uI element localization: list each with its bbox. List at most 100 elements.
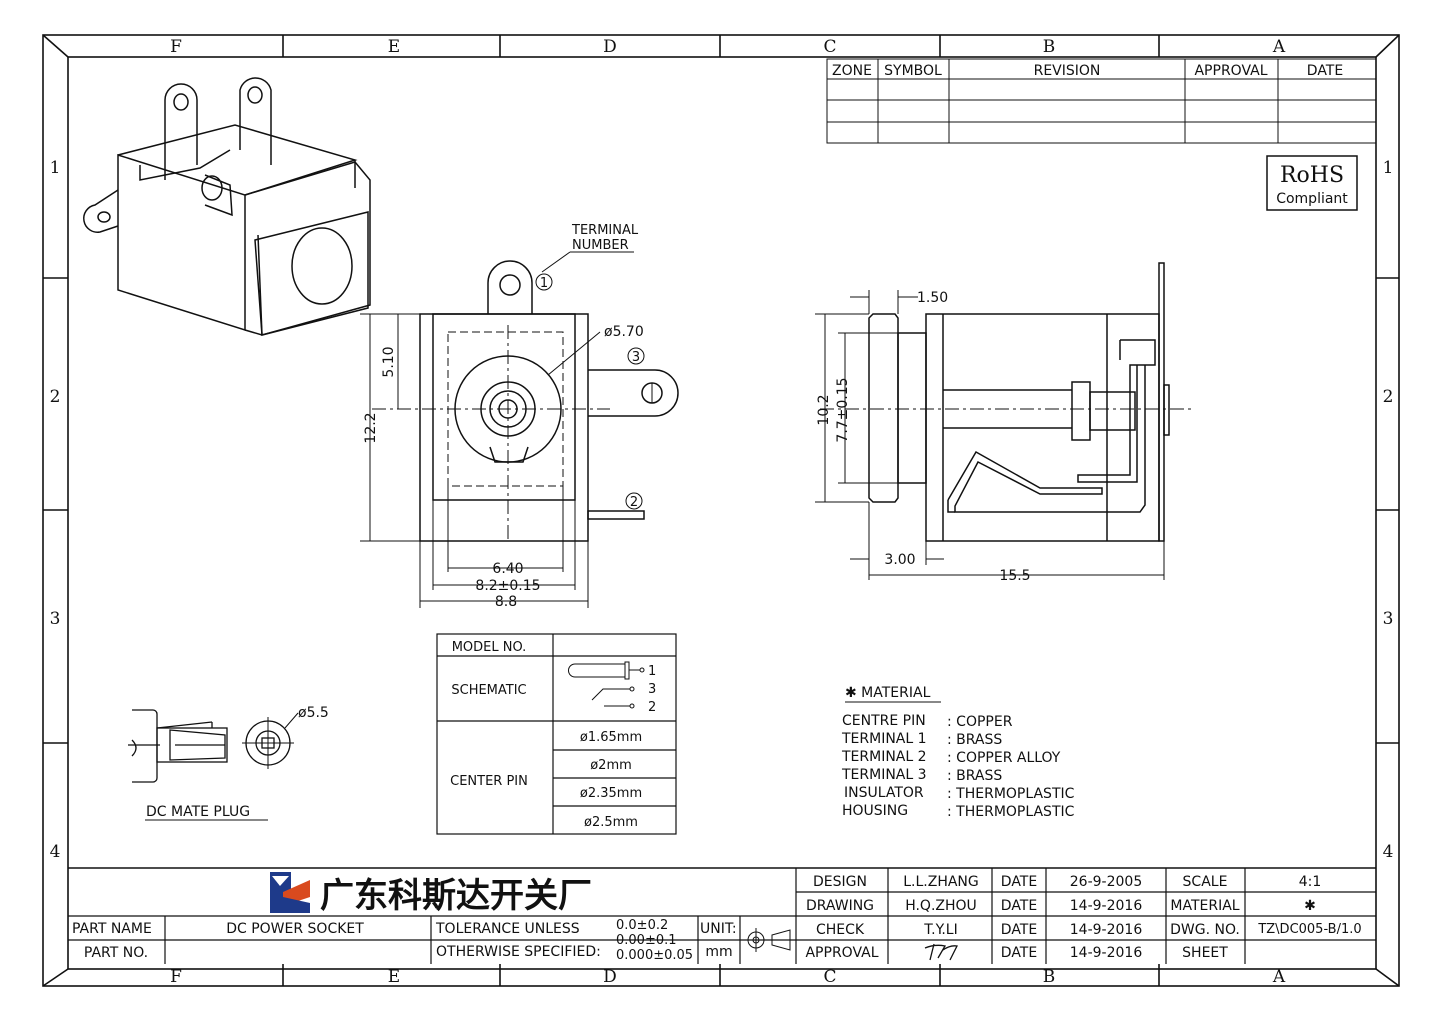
tolerance-a: 0.0±0.2 bbox=[616, 918, 668, 933]
zone-2-right: 2 bbox=[1383, 387, 1394, 407]
dim-155: 15.5 bbox=[999, 568, 1030, 584]
dim-150: 1.50 bbox=[917, 290, 948, 306]
terminal-number-label-line2: NUMBER bbox=[572, 238, 629, 253]
drawing-value: H.Q.ZHOU bbox=[905, 898, 977, 914]
schematic-pin-3: 3 bbox=[648, 682, 656, 697]
design-label: DESIGN bbox=[813, 874, 867, 890]
zone-3-right: 3 bbox=[1383, 609, 1394, 629]
material-value: ✱ bbox=[1304, 898, 1316, 914]
tolerance-c: 0.000±0.05 bbox=[616, 948, 693, 963]
company-logo bbox=[270, 872, 310, 913]
projection-symbol-icon bbox=[744, 928, 791, 952]
isometric-view bbox=[83, 77, 371, 336]
dim-77: 7.7±0.15 bbox=[835, 377, 851, 442]
terminal-number-label-line1: TERMINAL bbox=[571, 223, 639, 238]
front-view: 1 3 2 TERMINAL NUMBER ø5.70 5.10 12.2 6.… bbox=[360, 223, 679, 610]
terminal-1-label: 1 bbox=[540, 276, 548, 291]
mate-plug-title: DC MATE PLUG bbox=[146, 804, 250, 820]
material-part-6: HOUSING bbox=[842, 803, 908, 819]
model-table: MODEL NO. SCHEMATIC CENTER PIN 1 3 2 ø1.… bbox=[436, 633, 677, 835]
zone-1-left: 1 bbox=[50, 158, 61, 178]
check-label: CHECK bbox=[816, 922, 865, 938]
check-date: 14-9-2016 bbox=[1070, 922, 1143, 938]
material-value-1: : COPPER bbox=[947, 714, 1013, 730]
zone-c-top: C bbox=[823, 37, 836, 57]
schematic-pin-2: 2 bbox=[648, 700, 656, 715]
pin-size-1: ø1.65mm bbox=[580, 730, 642, 745]
model-no-label: MODEL NO. bbox=[452, 640, 527, 655]
tolerance-line2: OTHERWISE SPECIFIED: bbox=[436, 944, 601, 960]
schematic-label: SCHEMATIC bbox=[451, 683, 526, 698]
material-part-2: TERMINAL 1 bbox=[841, 731, 927, 747]
date-label-3: DATE bbox=[1001, 922, 1037, 938]
material-value-3: : COPPER ALLOY bbox=[947, 750, 1061, 766]
scale-value: 4:1 bbox=[1299, 874, 1322, 890]
zone-f-bottom: F bbox=[170, 967, 182, 987]
mate-plug-diameter: ø5.5 bbox=[298, 705, 329, 721]
part-name-label: PART NAME bbox=[72, 921, 152, 937]
zone-labels: F E D C B A F E D C B A 1 2 3 4 1 2 3 4 bbox=[50, 37, 1394, 987]
center-pin-label: CENTER PIN bbox=[450, 774, 528, 789]
zone-3-left: 3 bbox=[50, 609, 61, 629]
tolerance-line1: TOLERANCE UNLESS bbox=[435, 921, 580, 937]
material-value-4: : BRASS bbox=[947, 768, 1002, 784]
date-label-1: DATE bbox=[1001, 874, 1037, 890]
sheet-label: SHEET bbox=[1182, 945, 1228, 961]
dwg-no-value: TZ\DC005-B/1.0 bbox=[1257, 922, 1361, 937]
design-value: L.L.ZHANG bbox=[903, 874, 979, 890]
unit-value: mm bbox=[705, 944, 732, 960]
dim-122: 12.2 bbox=[363, 412, 379, 443]
check-value: T.Y.LI bbox=[923, 922, 957, 938]
material-part-4: TERMINAL 3 bbox=[841, 767, 927, 783]
material-value-6: : THERMOPLASTIC bbox=[947, 804, 1075, 820]
zone-4-right: 4 bbox=[1383, 842, 1394, 862]
approval-date: 14-9-2016 bbox=[1070, 945, 1143, 961]
rohs-badge: RoHS Compliant bbox=[1266, 155, 1358, 211]
material-label: MATERIAL bbox=[1170, 898, 1239, 914]
part-name-value: DC POWER SOCKET bbox=[226, 921, 364, 937]
material-list: ✱ MATERIAL CENTRE PIN : COPPER TERMINAL … bbox=[841, 685, 1075, 820]
material-value-2: : BRASS bbox=[947, 732, 1002, 748]
dim-102: 10.2 bbox=[816, 394, 832, 425]
scale-label: SCALE bbox=[1183, 874, 1228, 890]
drawing-frame bbox=[42, 34, 1400, 987]
rev-header-approval: APPROVAL bbox=[1194, 63, 1267, 79]
zone-e-top: E bbox=[388, 37, 400, 57]
terminal-3-label: 3 bbox=[632, 350, 640, 365]
zone-d-top: D bbox=[603, 37, 617, 57]
material-part-3: TERMINAL 2 bbox=[841, 749, 927, 765]
zone-e-bottom: E bbox=[388, 967, 400, 987]
dim-640: 6.40 bbox=[492, 561, 523, 577]
rev-header-revision: REVISION bbox=[1034, 63, 1101, 79]
tolerance-b: 0.00±0.1 bbox=[616, 933, 677, 948]
drawing-label: DRAWING bbox=[806, 898, 874, 914]
pin-size-3: ø2.35mm bbox=[580, 786, 642, 801]
dim-82: 8.2±0.15 bbox=[475, 578, 540, 594]
rohs-subtitle: Compliant bbox=[1276, 191, 1348, 207]
side-view: 1.50 10.2 7.7±0.15 3.00 15.5 bbox=[815, 262, 1195, 584]
dim-88: 8.8 bbox=[495, 594, 517, 610]
dwg-no-label: DWG. NO. bbox=[1170, 922, 1240, 938]
schematic-pin-1: 1 bbox=[648, 664, 656, 679]
zone-2-left: 2 bbox=[50, 387, 61, 407]
material-part-1: CENTRE PIN bbox=[842, 713, 926, 729]
zone-c-bottom: C bbox=[823, 967, 836, 987]
title-block: 广东科斯达开关厂 PART NAME DC POWER SOCKET PART … bbox=[68, 867, 1376, 964]
terminal-2-label: 2 bbox=[630, 495, 638, 510]
revision-table: ZONE SYMBOL REVISION APPROVAL DATE bbox=[826, 58, 1377, 144]
approval-label: APPROVAL bbox=[805, 945, 878, 961]
zone-b-bottom: B bbox=[1043, 967, 1056, 987]
drawing-date: 14-9-2016 bbox=[1070, 898, 1143, 914]
zone-4-left: 4 bbox=[50, 842, 61, 862]
dim-510: 5.10 bbox=[381, 346, 397, 377]
rev-header-date: DATE bbox=[1307, 63, 1343, 79]
zone-1-right: 1 bbox=[1383, 158, 1394, 178]
zone-d-bottom: D bbox=[603, 967, 617, 987]
pin-size-4: ø2.5mm bbox=[584, 815, 638, 830]
mate-plug: ø5.5 DC MATE PLUG bbox=[128, 705, 329, 821]
date-label-2: DATE bbox=[1001, 898, 1037, 914]
rev-header-symbol: SYMBOL bbox=[884, 63, 942, 79]
zone-a-bottom: A bbox=[1272, 967, 1286, 987]
zone-f-top: F bbox=[170, 37, 182, 57]
design-date: 26-9-2005 bbox=[1070, 874, 1142, 890]
